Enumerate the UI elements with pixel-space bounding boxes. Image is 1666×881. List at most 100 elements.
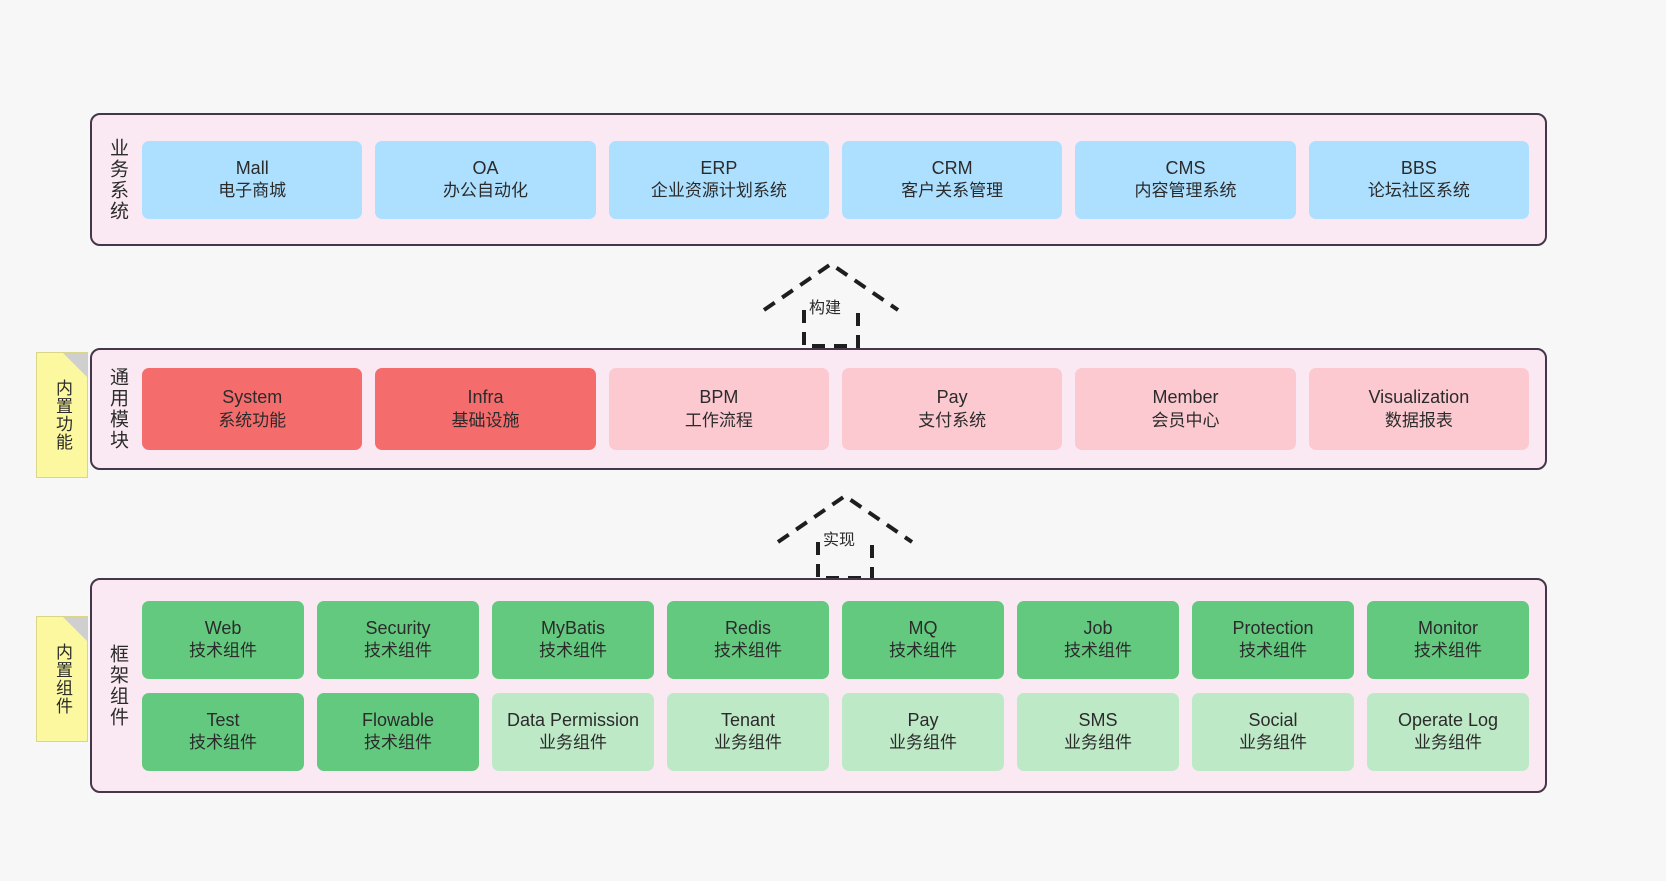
framework-biz-row: Test 技术组件 Flowable 技术组件 Data Permission … [142, 692, 1530, 771]
layer-body-business-system: Mall 电子商城 OA 办公自动化 ERP 企业资源计划系统 CRM 客户关系… [136, 115, 1545, 244]
card-operate-log[interactable]: Operate Log 业务组件 [1367, 692, 1530, 771]
card-tenant[interactable]: Tenant 业务组件 [667, 692, 830, 771]
card-title: Monitor [1418, 617, 1479, 638]
card-subtitle: 企业资源计划系统 [650, 181, 787, 201]
card-subtitle: 技术组件 [889, 641, 958, 661]
card-bpm[interactable]: BPM 工作流程 [608, 368, 830, 450]
card-title: Security [365, 617, 431, 638]
card-system[interactable]: System 系统功能 [142, 368, 363, 450]
note-fold-corner-icon [63, 617, 87, 641]
connector-build-label: 构建 [809, 300, 842, 317]
note-builtin-components: 内置组件 [36, 616, 88, 742]
card-title: Mall [235, 157, 269, 178]
connector-build: 构建 [756, 258, 906, 348]
card-oa[interactable]: OA 办公自动化 [375, 140, 596, 219]
note-builtin-features: 内置功能 [36, 352, 88, 478]
card-cms[interactable]: CMS 内容管理系统 [1075, 140, 1296, 219]
card-subtitle: 技术组件 [189, 733, 258, 753]
card-mq[interactable]: MQ 技术组件 [842, 600, 1005, 679]
card-title: Redis [725, 617, 772, 638]
card-redis[interactable]: Redis 技术组件 [667, 600, 830, 679]
card-subtitle: 技术组件 [364, 733, 433, 753]
card-data-permission[interactable]: Data Permission 业务组件 [492, 692, 655, 771]
card-title: Pay [907, 709, 939, 730]
card-sms[interactable]: SMS 业务组件 [1017, 692, 1180, 771]
card-subtitle: 客户关系管理 [901, 181, 1004, 201]
card-title: Member [1152, 387, 1219, 408]
card-subtitle: 基础设施 [451, 410, 520, 430]
card-subtitle: 会员中心 [1151, 410, 1220, 430]
card-mybatis[interactable]: MyBatis 技术组件 [492, 600, 655, 679]
card-pay-component[interactable]: Pay 业务组件 [842, 692, 1005, 771]
card-job[interactable]: Job 技术组件 [1017, 600, 1180, 679]
card-subtitle: 电子商城 [218, 181, 287, 201]
layer-body-framework-components: Web 技术组件 Security 技术组件 MyBatis 技术组件 Redi… [136, 580, 1545, 791]
card-title: Protection [1232, 617, 1314, 638]
card-subtitle: 数据报表 [1384, 410, 1453, 430]
card-pay-module[interactable]: Pay 支付系统 [842, 368, 1063, 450]
layer-business-system: 业务系统 Mall 电子商城 OA 办公自动化 ERP 企业资源计划系统 CRM… [90, 113, 1547, 246]
card-subtitle: 办公自动化 [443, 181, 529, 201]
card-test[interactable]: Test 技术组件 [142, 692, 305, 771]
card-title: CMS [1165, 157, 1206, 178]
generalization-arrowhead-icon [762, 261, 900, 312]
layer-title-business-system: 业务系统 [107, 137, 129, 222]
card-subtitle: 业务组件 [889, 733, 958, 753]
card-subtitle: 系统功能 [218, 410, 287, 430]
card-title: MQ [908, 617, 938, 638]
card-crm[interactable]: CRM 客户关系管理 [842, 140, 1063, 219]
card-flowable[interactable]: Flowable 技术组件 [317, 692, 480, 771]
card-title: Flowable [362, 709, 435, 730]
module-card-row: System 系统功能 Infra 基础设施 BPM 工作流程 Pay 支付系统… [142, 368, 1529, 450]
card-mall[interactable]: Mall 电子商城 [142, 140, 363, 219]
card-title: OA [472, 157, 499, 178]
card-title: Visualization [1368, 387, 1470, 408]
card-title: Social [1248, 709, 1298, 730]
card-title: MyBatis [541, 617, 606, 638]
card-erp[interactable]: ERP 企业资源计划系统 [608, 140, 830, 219]
card-subtitle: 技术组件 [539, 641, 608, 661]
card-title: Operate Log [1397, 709, 1499, 730]
card-subtitle: 技术组件 [189, 641, 258, 661]
card-title: Test [206, 709, 240, 730]
layer-title-framework-components: 框架组件 [107, 643, 129, 728]
card-title: SMS [1078, 709, 1118, 730]
card-visualization[interactable]: Visualization 数据报表 [1308, 368, 1529, 450]
card-subtitle: 技术组件 [714, 641, 783, 661]
card-subtitle: 业务组件 [1239, 733, 1308, 753]
card-subtitle: 技术组件 [1414, 641, 1483, 661]
card-subtitle: 业务组件 [1064, 733, 1133, 753]
business-card-row: Mall 电子商城 OA 办公自动化 ERP 企业资源计划系统 CRM 客户关系… [142, 140, 1529, 219]
card-subtitle: 内容管理系统 [1134, 181, 1237, 201]
card-subtitle: 业务组件 [714, 733, 783, 753]
generalization-arrowhead-icon [776, 493, 914, 544]
card-title: Pay [936, 387, 968, 408]
card-title: ERP [700, 157, 738, 178]
connector-implement-label: 实现 [823, 532, 856, 549]
card-title: BPM [699, 387, 739, 408]
card-protection[interactable]: Protection 技术组件 [1192, 600, 1355, 679]
card-subtitle: 支付系统 [918, 410, 987, 430]
card-social[interactable]: Social 业务组件 [1192, 692, 1355, 771]
connector-implement: 实现 [770, 488, 920, 580]
card-monitor[interactable]: Monitor 技术组件 [1367, 600, 1530, 679]
card-infra[interactable]: Infra 基础设施 [375, 368, 596, 450]
note-fold-corner-icon [63, 353, 87, 377]
card-subtitle: 技术组件 [1064, 641, 1133, 661]
card-security[interactable]: Security 技术组件 [317, 600, 480, 679]
card-title: Tenant [721, 709, 776, 730]
layer-common-modules: 通用模块 System 系统功能 Infra 基础设施 BPM 工作流程 Pay… [90, 348, 1547, 470]
card-title: Job [1083, 617, 1113, 638]
framework-tech-row: Web 技术组件 Security 技术组件 MyBatis 技术组件 Redi… [142, 600, 1530, 679]
card-subtitle: 业务组件 [1414, 733, 1483, 753]
card-member[interactable]: Member 会员中心 [1075, 368, 1296, 450]
card-title: Infra [467, 387, 504, 408]
card-subtitle: 技术组件 [364, 641, 433, 661]
layer-title-common-modules: 通用模块 [107, 367, 129, 451]
card-subtitle: 技术组件 [1239, 641, 1308, 661]
card-title: CRM [931, 157, 973, 178]
card-web[interactable]: Web 技术组件 [142, 600, 305, 679]
card-title: Web [204, 617, 242, 638]
card-bbs[interactable]: BBS 论坛社区系统 [1308, 140, 1529, 219]
